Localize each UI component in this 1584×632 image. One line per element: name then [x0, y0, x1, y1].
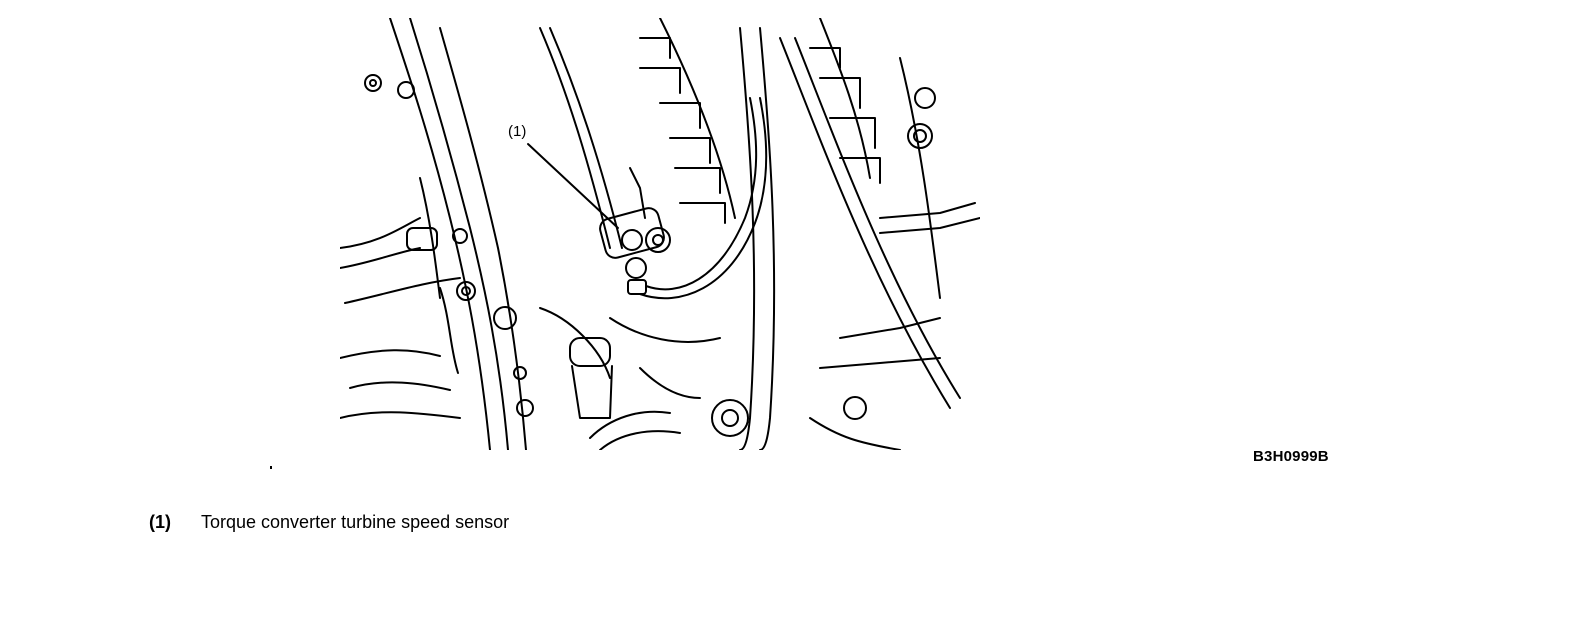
center-harness-lines	[539, 27, 961, 450]
callout-label: (1)	[508, 123, 526, 140]
housing-right-outline	[809, 57, 980, 450]
legend: (1) Torque converter turbine speed senso…	[149, 512, 509, 533]
stray-mark	[270, 466, 272, 469]
transmission-illustration: (1)	[340, 18, 980, 450]
callout-leader	[527, 143, 619, 229]
legend-description: Torque converter turbine speed sensor	[201, 512, 510, 532]
left-bolts	[364, 74, 534, 417]
legend-number: (1)	[149, 512, 171, 532]
figure-code: B3H0999B	[1253, 448, 1329, 465]
housing-left-outline	[340, 18, 527, 450]
turbine-speed-sensor	[599, 97, 768, 300]
lower-body	[539, 307, 749, 450]
gear-ribs	[639, 18, 881, 224]
